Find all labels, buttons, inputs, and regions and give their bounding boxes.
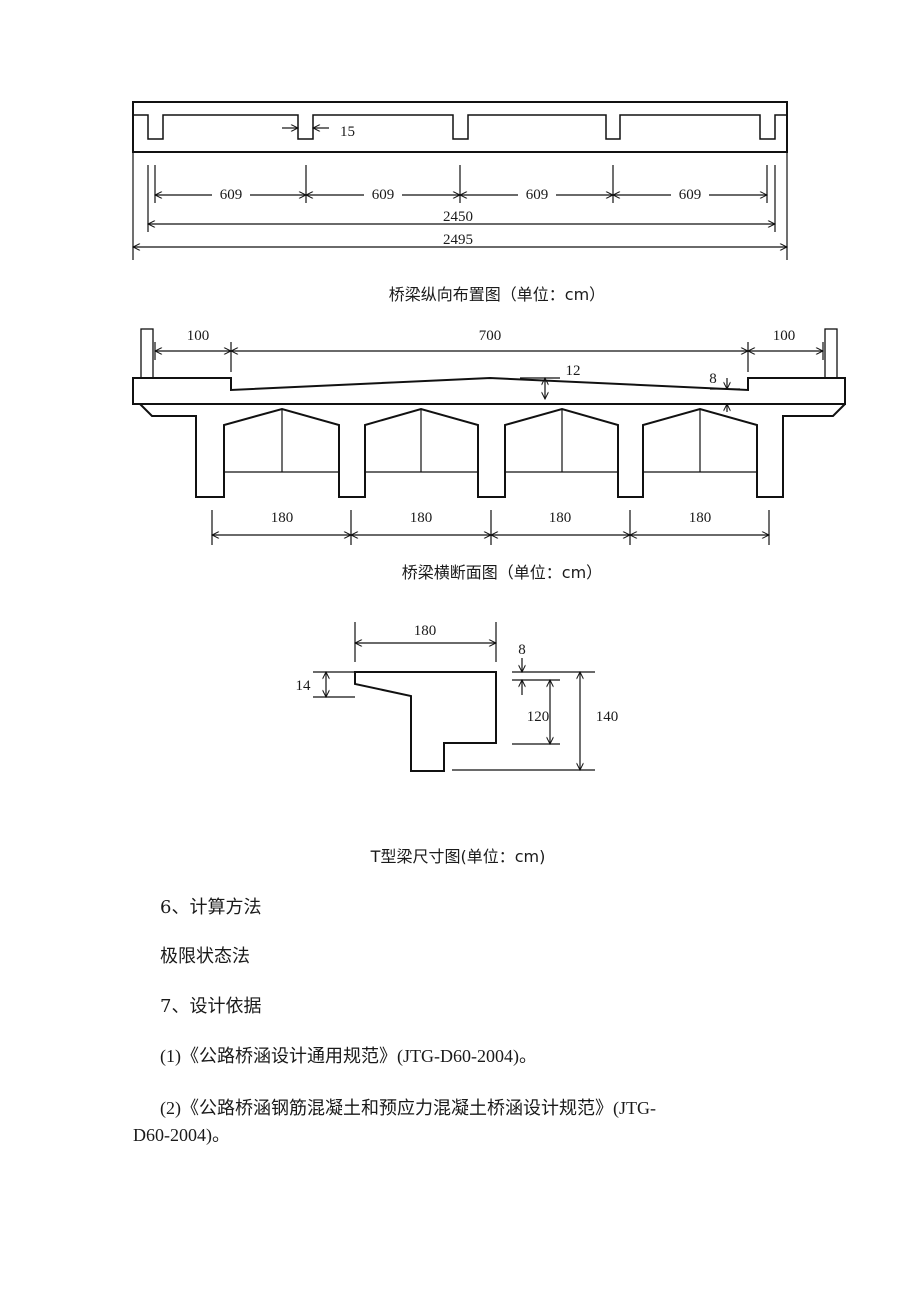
dim-flange-thk: 14 bbox=[296, 678, 312, 694]
t-beam-dimension-lines bbox=[313, 622, 595, 770]
dim-left-walk: 100 bbox=[187, 328, 210, 344]
reference-2-code-b: D60-2004)。 bbox=[133, 1125, 230, 1145]
t-beam-figure bbox=[313, 622, 595, 772]
right-railing-post bbox=[824, 328, 838, 379]
dim-spacing-1: 180 bbox=[271, 510, 294, 526]
dim-spacing-2: 180 bbox=[410, 510, 433, 526]
t-beam-labels: 180 14 8 120 140 bbox=[296, 623, 619, 725]
dim-spacing-4: 180 bbox=[689, 510, 712, 526]
dim-crown: 12 bbox=[566, 363, 581, 379]
diaphragm-lines bbox=[224, 409, 757, 473]
dim-gap: 15 bbox=[340, 124, 355, 140]
reference-2: (2)《公路桥涵钢筋混凝土和预应力混凝土桥涵设计规范》(JTG- bbox=[160, 1094, 656, 1120]
dim-edge: 8 bbox=[709, 371, 717, 387]
dim-right-walk: 100 bbox=[773, 328, 796, 344]
reference-1: (1)《公路桥涵设计通用规范》(JTG-D60-2004)。 bbox=[160, 1042, 537, 1068]
t-beam-outline bbox=[354, 671, 497, 772]
dim-span-3: 609 bbox=[526, 187, 549, 203]
reference-1-title: 《公路桥涵设计通用规范》 bbox=[181, 1046, 397, 1067]
reference-2-code-a: (JTG- bbox=[613, 1098, 656, 1118]
figure2-caption: 桥梁横断面图（单位：cm） bbox=[402, 563, 602, 582]
girder-bottom-outline bbox=[139, 403, 846, 498]
bridge-drawings: 15 609 609 609 609 2450 2495 桥梁纵向布置图（单位：… bbox=[132, 101, 846, 866]
section6-heading: 6、计算方法 bbox=[160, 897, 262, 918]
reference-2-continued: D60-2004)。 bbox=[133, 1121, 230, 1147]
left-railing-post bbox=[140, 328, 154, 379]
dim-carriageway: 700 bbox=[479, 328, 502, 344]
beam-top-line bbox=[133, 114, 787, 140]
dim-web: 120 bbox=[527, 709, 550, 725]
dim-overall: 2495 bbox=[443, 232, 473, 248]
dim-span-1: 609 bbox=[220, 187, 243, 203]
cross-section-dimension-lines bbox=[155, 342, 823, 545]
dim-span-4: 609 bbox=[679, 187, 702, 203]
dim-flange-width: 180 bbox=[414, 623, 437, 639]
reference-1-number: (1) bbox=[160, 1046, 181, 1066]
section7-heading: 7、设计依据 bbox=[160, 996, 262, 1017]
dim-top: 8 bbox=[518, 642, 526, 658]
deck-slab-outline bbox=[132, 376, 846, 405]
cross-section-labels: 100 700 100 12 8 180 180 180 180 bbox=[187, 328, 796, 526]
dim-span-labels: 609 609 609 609 bbox=[212, 184, 709, 204]
section6-body: 极限状态法 bbox=[160, 946, 250, 967]
dim-total: 140 bbox=[596, 709, 619, 725]
cross-section-figure bbox=[132, 328, 846, 545]
reference-2-number: (2) bbox=[160, 1098, 181, 1118]
dim-spacing-3: 180 bbox=[549, 510, 572, 526]
reference-1-code: (JTG-D60-2004)。 bbox=[397, 1046, 537, 1066]
longitudinal-beam-outline bbox=[132, 101, 788, 153]
figure1-caption: 桥梁纵向布置图（单位：cm） bbox=[389, 285, 605, 304]
dim-span-2: 609 bbox=[372, 187, 395, 203]
reference-2-title: 《公路桥涵钢筋混凝土和预应力混凝土桥涵设计规范》 bbox=[181, 1098, 613, 1119]
figure3-caption: T型梁尺寸图(单位：cm) bbox=[370, 847, 546, 866]
dim-inner-total: 2450 bbox=[443, 209, 473, 225]
